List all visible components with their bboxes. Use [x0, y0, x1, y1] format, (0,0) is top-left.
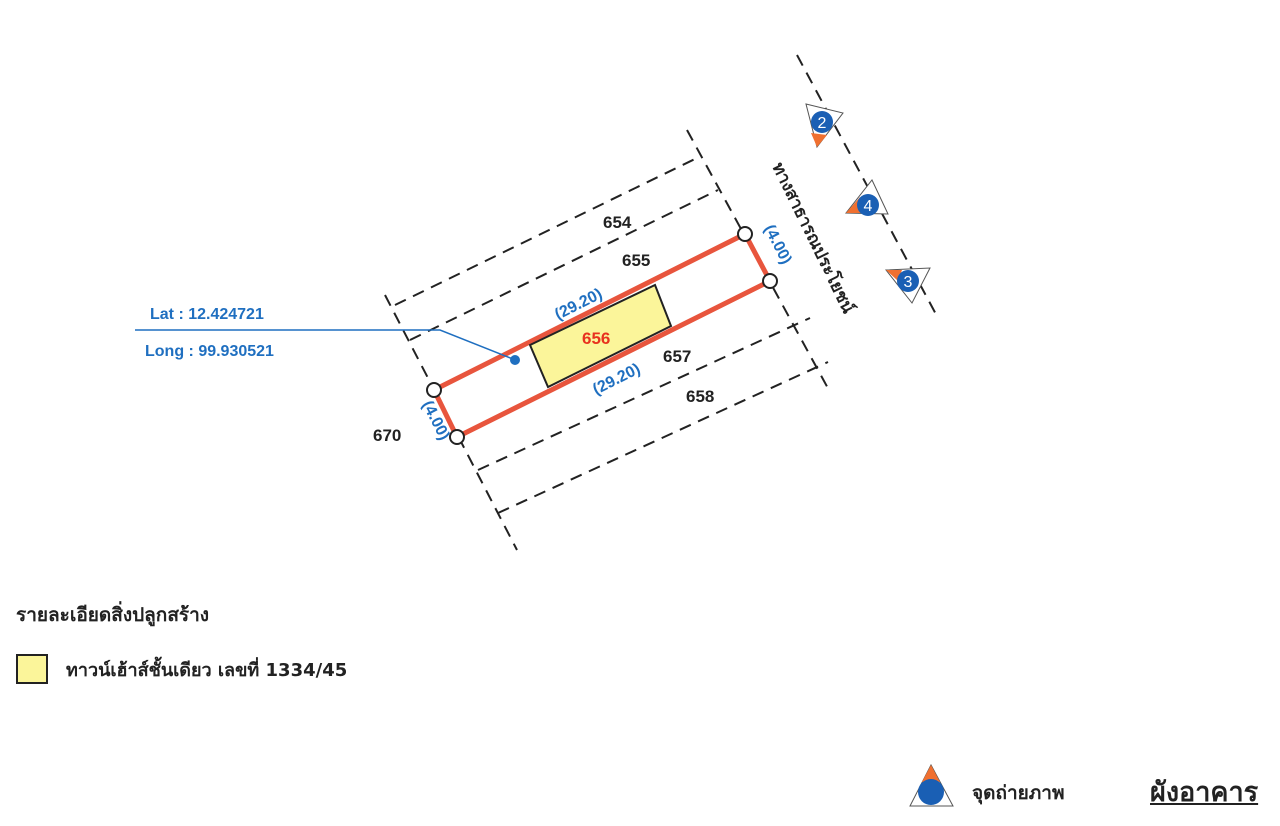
svg-text:3: 3 — [904, 274, 913, 291]
latitude-label: Lat : 12.424721 — [150, 306, 264, 323]
corner-peg — [449, 429, 465, 445]
boundary-line-655 — [409, 189, 719, 341]
photo-point-4: 4 — [844, 179, 889, 216]
legend-photo-point-label: จุดถ่ายภาพ — [972, 782, 1065, 804]
lot-658-label: 658 — [686, 387, 714, 406]
corner-peg — [737, 226, 753, 242]
longitude-label: Long : 99.930521 — [145, 343, 274, 360]
dimension-right: (4.00) — [760, 222, 794, 267]
corner-pegs — [426, 226, 778, 445]
legend-title: รายละเอียดสิ่งปลูกสร้าง — [16, 604, 210, 626]
location-dot — [510, 355, 520, 365]
lot-654-label: 654 — [603, 213, 632, 232]
photo-point-legend-icon — [909, 763, 954, 807]
boundary-line-658 — [497, 361, 829, 514]
lot-656-label: 656 — [582, 329, 610, 348]
boundary-line-657 — [477, 317, 811, 471]
corner-peg — [426, 382, 442, 398]
photo-point-2: 2 — [805, 103, 844, 149]
svg-text:4: 4 — [864, 198, 873, 215]
svg-text:2: 2 — [818, 115, 827, 132]
legend-building-label: ทาวน์เฮ้าส์ชั้นเดียว เลขที่ 1334/45 — [66, 659, 348, 681]
callout-leader — [135, 329, 514, 360]
lot-670-label: 670 — [373, 426, 401, 445]
lot-657-label: 657 — [663, 347, 691, 366]
legend-building-row: ทาวน์เฮ้าส์ชั้นเดียว เลขที่ 1334/45 — [16, 654, 347, 684]
lot-655-label: 655 — [622, 251, 650, 270]
photo-point-3: 3 — [885, 267, 931, 304]
page-title: ผังอาคาร — [1150, 777, 1259, 808]
corner-peg — [762, 273, 778, 289]
building-swatch — [16, 654, 48, 684]
boundary-line-654 — [394, 157, 698, 306]
coordinate-callout: Lat : 12.424721 Long : 99.930521 — [135, 306, 520, 365]
building-footprint — [528, 283, 673, 389]
